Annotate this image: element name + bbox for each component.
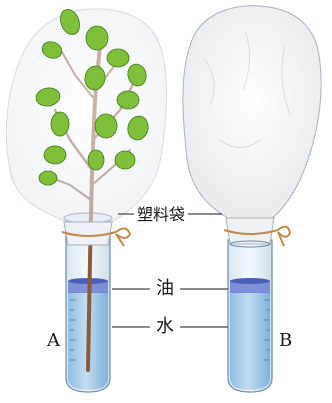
label-oil: 油 (156, 280, 174, 298)
water-b (230, 292, 270, 390)
plastic-bag-b (183, 6, 321, 218)
label-plastic-bag: 塑料袋 (137, 207, 185, 223)
label-tube-b: B (279, 332, 292, 350)
test-tube-b (228, 240, 272, 392)
label-water: 水 (156, 318, 174, 336)
label-tube-a: A (47, 332, 60, 350)
